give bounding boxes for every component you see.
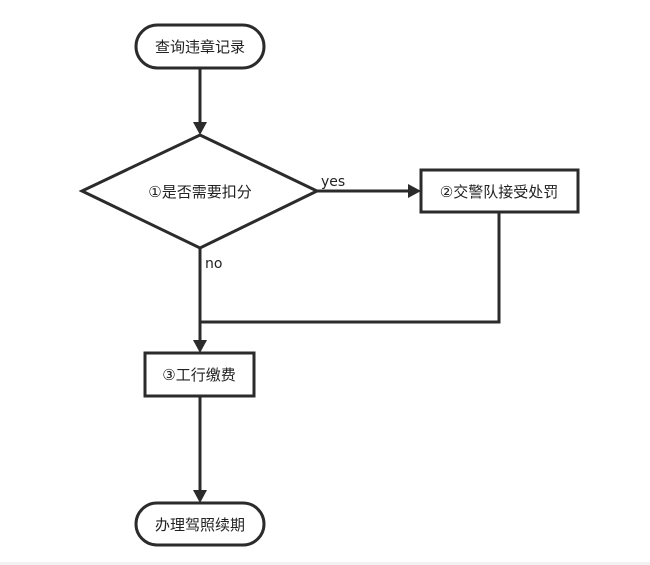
end-node: 办理驾照续期 [134, 501, 266, 547]
arrowhead-bank [193, 340, 207, 353]
edge-police-to-merge [200, 212, 501, 324]
decision-node: ①是否需要扣分 [78, 133, 321, 250]
bank-payment-node-shape [143, 351, 256, 398]
bottom-divider [0, 562, 650, 565]
police-process-node-shape [419, 168, 580, 214]
start-node-shape [134, 23, 266, 70]
start-node: 查询违章记录 [134, 23, 266, 70]
police-process-node: ②交警队接受处罚 [419, 168, 580, 214]
bank-payment-node-label: ③工行缴费 [162, 366, 235, 384]
arrowhead-police [408, 184, 421, 198]
start-node-label: 查询违章记录 [155, 38, 245, 56]
decision-node-shape [78, 133, 321, 250]
bank-payment-node: ③工行缴费 [143, 351, 256, 398]
police-process-node-label: ②交警队接受处罚 [440, 183, 558, 201]
no-edge-label: no [205, 256, 222, 272]
arrowhead-end [193, 490, 207, 503]
decision-node-label: ①是否需要扣分 [148, 183, 251, 201]
end-node-shape [134, 501, 266, 547]
arrowhead-decision [193, 122, 207, 135]
yes-edge-label: yes [321, 174, 345, 190]
end-node-label: 办理驾照续期 [155, 516, 245, 534]
